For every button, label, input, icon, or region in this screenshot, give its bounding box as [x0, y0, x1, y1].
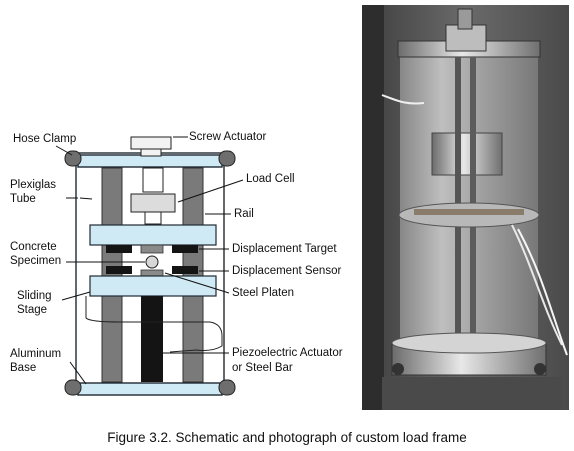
label-base: Base	[10, 362, 37, 374]
hose-clamp-bottom-left	[64, 379, 82, 396]
screw-actuator-stem	[140, 148, 162, 157]
displacement-target-left	[106, 245, 132, 253]
displacement-sensor-right	[172, 266, 198, 274]
load-frame-photograph	[362, 5, 569, 410]
hose-clamp-left	[64, 150, 82, 167]
load-cell-neck	[144, 211, 162, 225]
hose-clamp-bottom-right	[218, 379, 236, 396]
label-stage: Stage	[17, 304, 48, 316]
label-rail: Rail	[234, 208, 254, 220]
label-steel-platen: Steel Platen	[232, 287, 295, 299]
label-tube: Tube	[10, 193, 36, 205]
label-screw-actuator: Screw Actuator	[189, 131, 267, 143]
screw-actuator	[130, 136, 172, 150]
displacement-sensor-left	[106, 266, 132, 274]
figure-caption: Figure 3.2. Schematic and photograph of …	[107, 430, 467, 445]
rail-right	[182, 167, 204, 383]
upper-stage	[89, 224, 217, 246]
aluminum-base	[77, 382, 223, 396]
piezoelectric-actuator	[141, 296, 163, 382]
label-specimen: Specimen	[10, 255, 62, 267]
label-aluminum: Aluminum	[10, 348, 62, 360]
label-piezoelectric-actuator: Piezoelectric Actuator	[232, 347, 343, 359]
label-plexiglas: Plexiglas	[10, 179, 57, 191]
label-concrete: Concrete	[10, 241, 57, 253]
label-displacement-sensor: Displacement Sensor	[232, 265, 342, 277]
upper-steel-platen	[140, 244, 164, 254]
label-load-cell: Load Cell	[246, 173, 295, 185]
sliding-stage	[89, 275, 217, 297]
concrete-specimen	[145, 255, 159, 269]
top-plate	[77, 154, 223, 168]
hose-clamp-right	[218, 150, 236, 167]
label-sliding: Sliding	[17, 290, 52, 302]
lower-steel-platen	[140, 269, 164, 277]
label-steel-bar: or Steel Bar	[232, 362, 293, 374]
label-hose-clamp: Hose Clamp	[13, 133, 77, 145]
label-displacement-target: Displacement Target	[232, 243, 337, 255]
load-cell	[130, 193, 176, 213]
load-cell-shaft	[142, 167, 164, 193]
displacement-target-right	[172, 245, 198, 253]
leader-lines	[55, 136, 244, 385]
sensor-wire	[85, 296, 223, 353]
rail-left	[101, 167, 123, 383]
